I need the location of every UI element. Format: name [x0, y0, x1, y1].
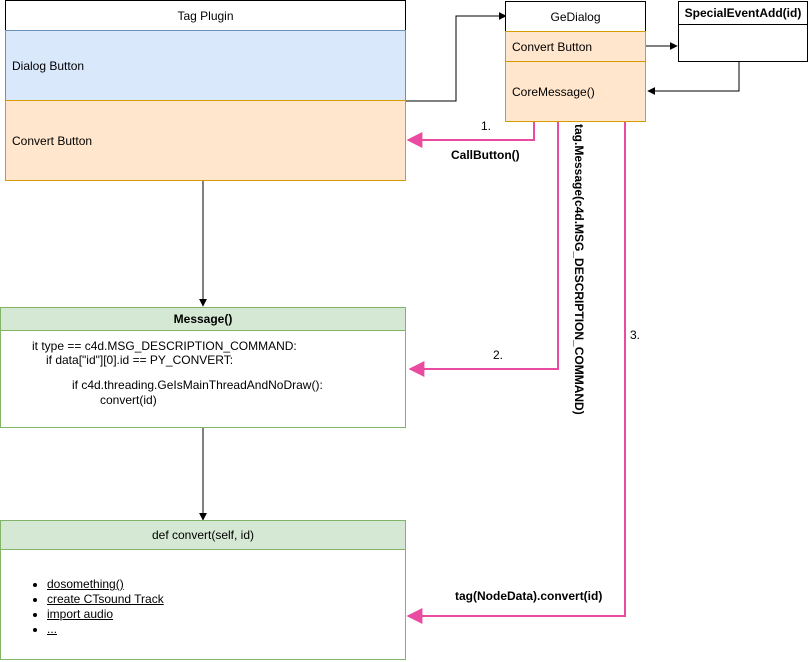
callbutton-label: CallButton(): [451, 148, 520, 162]
convert-item[interactable]: create CTsound Track: [47, 592, 164, 607]
message-body: it type == c4d.MSG_DESCRIPTION_COMMAND: …: [0, 330, 406, 428]
tag-plugin-dialog-button[interactable]: Dialog Button: [5, 30, 406, 101]
convert-title: def convert(self, id): [151, 528, 255, 542]
specialevent-body: [678, 24, 808, 62]
gedialog-header: GeDialog: [505, 1, 646, 32]
arrow-specialevent-to-coremessage: [647, 62, 740, 95]
message-line-1: it type == c4d.MSG_DESCRIPTION_COMMAND:: [32, 339, 297, 353]
message-line-2: if data["id"][0].id == PY_CONVERT:: [46, 353, 234, 367]
message-title: Message(): [173, 312, 233, 326]
arrow-step1-callbutton: [406, 122, 535, 148]
specialevent-header: SpecialEventAdd(id): [678, 1, 808, 25]
step3-label: 3.: [630, 328, 641, 342]
tag-message-label: tag.Message(c4d.MSG_DESCRIPTION_COMMAND): [572, 124, 586, 415]
tag-plugin-convert-button[interactable]: Convert Button: [5, 100, 406, 181]
tag-plugin-header: Tag Plugin: [5, 0, 406, 31]
gedialog-convert-button[interactable]: Convert Button: [505, 31, 646, 62]
convert-body: dosomething() create CTsound Track impor…: [0, 549, 406, 660]
gedialog-title: GeDialog: [550, 9, 601, 24]
arrow-dialog-to-gedialog: [406, 12, 507, 102]
arrow-step3-convert: [406, 122, 626, 624]
specialevent-title: SpecialEventAdd(id): [684, 6, 802, 20]
coremessage-label: CoreMessage(): [512, 84, 595, 99]
gedialog-coremessage[interactable]: CoreMessage(): [505, 61, 646, 122]
gedialog-convert-button-label: Convert Button: [512, 39, 593, 54]
tag-convert-button-label: Convert Button: [12, 133, 93, 148]
message-line-4: convert(id): [100, 393, 157, 407]
convert-item-list: dosomething() create CTsound Track impor…: [29, 577, 164, 637]
convert-item[interactable]: import audio: [47, 607, 164, 622]
arrow-step2-message: [408, 122, 559, 377]
message-header: Message(): [0, 307, 406, 331]
tag-convert-label: tag(NodeData).convert(id): [455, 589, 603, 603]
convert-header: def convert(self, id): [0, 520, 406, 550]
tag-plugin-title: Tag Plugin: [177, 8, 234, 23]
message-line-3: if c4d.threading.GeIsMainThreadAndNoDraw…: [72, 378, 323, 392]
convert-item[interactable]: ...: [47, 622, 164, 637]
step1-label: 1.: [481, 119, 492, 133]
convert-item[interactable]: dosomething(): [47, 577, 164, 592]
step2-label: 2.: [493, 348, 504, 362]
dialog-button-label: Dialog Button: [12, 58, 85, 73]
